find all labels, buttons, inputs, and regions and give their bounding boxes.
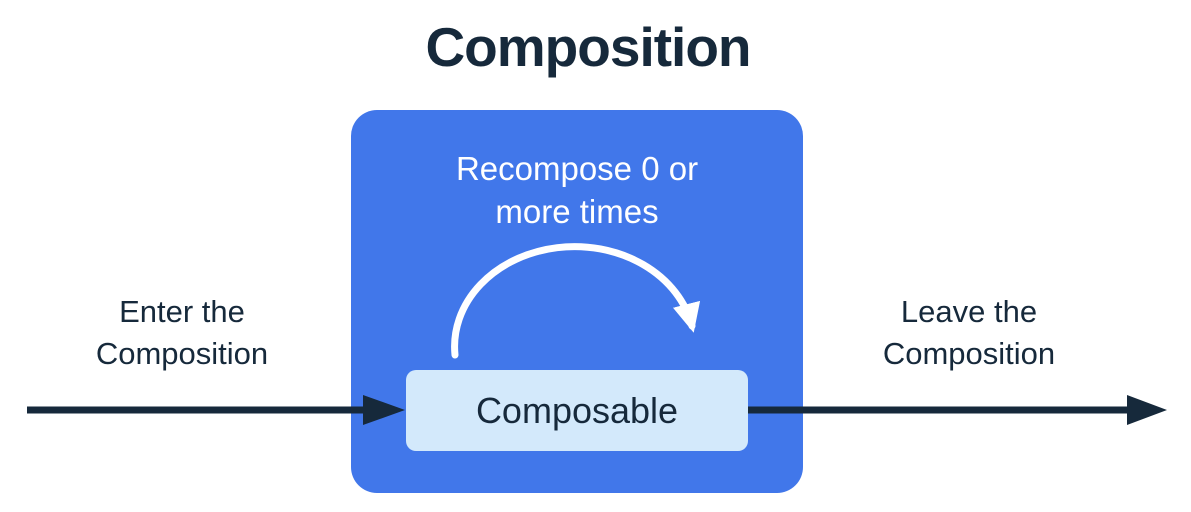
leave-arrowhead-icon	[1127, 395, 1167, 425]
leave-composition-label: Leave the Composition	[882, 294, 1056, 371]
recompose-label: Recompose 0 or more times	[455, 150, 699, 230]
composition-box: Recompose 0 or more times Composable	[351, 110, 803, 493]
composable-label: Composable	[475, 389, 679, 431]
enter-composition-label: Enter the Composition	[95, 294, 269, 371]
composable-box: Composable	[406, 370, 748, 451]
page-title: Composition	[425, 16, 751, 78]
